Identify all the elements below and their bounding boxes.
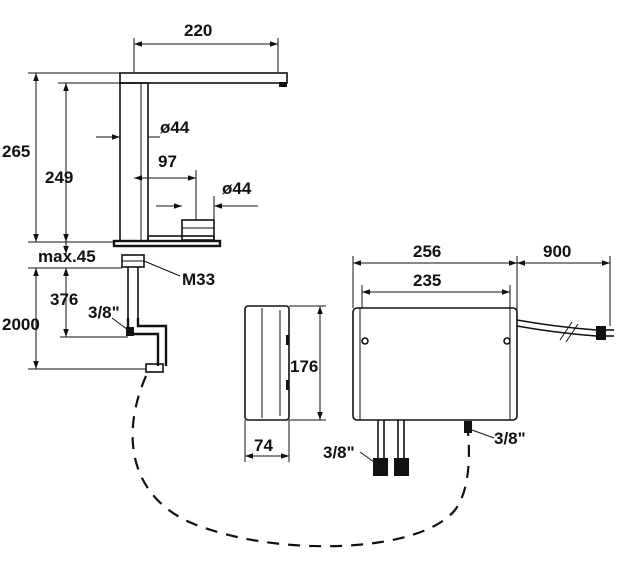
faucet-lever: [181, 219, 215, 241]
faucet-base: [112, 239, 222, 248]
dim-faucet-height-total: 265: [2, 142, 30, 161]
dim-faucet-connection: 3/8": [88, 303, 120, 322]
connection-hose: [131, 375, 471, 548]
faucet: [112, 72, 288, 373]
dim-cable-length: 900: [543, 242, 571, 261]
heater-front-view: [352, 307, 614, 476]
dim-heater-height: 176: [290, 357, 318, 376]
dim-heater-width-inner: 235: [413, 271, 441, 290]
dim-faucet-reach: 220: [184, 21, 212, 40]
heater-front-dimensions: 256 900 235 3/8" 3/8": [323, 242, 611, 463]
heater-side-view: [244, 305, 290, 421]
heater-side-dimensions: 176 74: [244, 305, 326, 462]
dim-deck-thickness: max.45: [38, 247, 96, 266]
dim-heater-width-outer: 256: [413, 242, 441, 261]
faucet-spout-arm: [119, 72, 288, 84]
faucet-spout-tip: [279, 82, 287, 87]
dim-faucet-height-spout: 249: [45, 168, 73, 187]
faucet-dimensions: 220 265 249 ø44 97 ø44 max.45 M33: [2, 21, 279, 370]
faucet-hose-end: [145, 363, 164, 373]
dim-thread: M33: [182, 270, 215, 289]
dim-heater-inlet: 3/8": [323, 443, 355, 462]
dim-spout-diameter: ø44: [160, 118, 190, 137]
dim-lever-diameter: ø44: [222, 179, 252, 198]
dim-lever-offset: 97: [158, 152, 177, 171]
dim-hose-long: 2000: [2, 315, 40, 334]
dim-heater-outlet: 3/8": [494, 429, 526, 448]
faucet-column: [119, 82, 149, 242]
dim-heater-depth: 74: [254, 436, 273, 455]
dim-hose-short: 376: [50, 290, 78, 309]
